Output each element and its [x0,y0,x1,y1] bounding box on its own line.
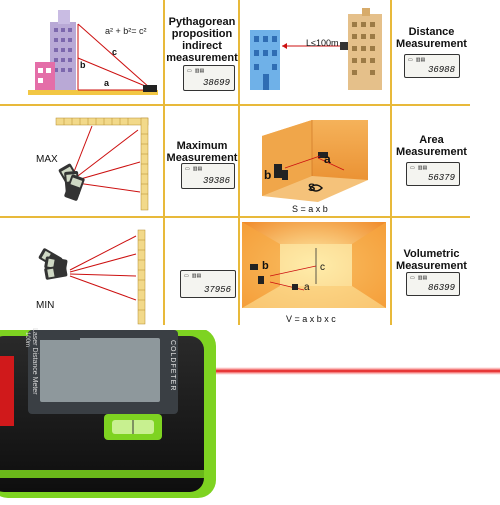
volumetric-lcd: ▭ ▥▤ 86399 [406,272,460,296]
distance-lcd: ▭ ▥▤ 36988 [404,54,460,78]
volumetric-label-b: b [262,260,269,272]
pythagorean-formula: a² + b²= c² [105,26,147,36]
pythagorean-title: Pythagorean proposition indirect measure… [166,16,238,64]
device-label-line1: Laser Distance Meter [31,328,38,395]
pythagorean-illustration: a² + b²= c² c b a [0,0,162,104]
volumetric-drawing [242,222,386,308]
maximum-side-label: MAX [36,154,58,165]
area-lcd-value: 56379 [427,173,455,183]
volumetric-label-a: a [304,282,310,293]
grid-line-h2 [0,216,470,218]
grid-line-h1 [0,104,470,106]
area-label-b: b [264,168,272,182]
maximum-title: Maximum Measurement [166,140,238,164]
pythagorean-lcd-value: 38699 [202,78,230,88]
minimum-lcd-value: 37956 [203,285,231,295]
volumetric-formula: V = a x b x c [286,314,336,324]
minimum-illustration: MIN [0,218,162,326]
volumetric-lcd-value: 86399 [427,283,455,293]
distance-title: Distance Measurement [396,26,467,50]
laser-meter-drawing [0,328,500,498]
grid-line-v2 [238,0,240,325]
pythagorean-label-a: a [104,78,110,88]
pythagorean-drawing [28,10,158,95]
minimum-lcd: ▭ ▥▤ 37956 [180,270,236,298]
distance-drawing [250,8,382,90]
device-brand: COLDFETER [169,340,176,392]
lcd-mini-readout: ▭ ▥▤ [410,275,428,281]
volumetric-illustration: b c a V = a x b x c [240,218,390,326]
volumetric-label-c: c [320,262,325,273]
pythagorean-lcd: ▭ ▥▤ 38699 [183,65,235,91]
distance-lcd-value: 36988 [427,65,455,75]
lcd-mini-readout: ▭ ▥▤ [187,68,205,74]
maximum-lcd-value: 39386 [202,176,230,186]
pythagorean-label-b: b [80,60,86,70]
laser-meter-photo: Laser Distance Meter 100m COLDFETER [0,328,500,500]
distance-range-label: L≤100m [306,38,339,48]
maximum-lcd: ▭ ▥▤ 39386 [181,163,235,189]
area-illustration: a b S S = a x b [240,106,390,216]
maximum-illustration: MAX [0,106,162,216]
grid-line-v1 [163,0,165,325]
measurement-modes-panel: a² + b²= c² c b a Pythagorean propositio… [0,0,470,326]
distance-illustration: L≤100m [240,0,390,104]
area-formula: S = a x b [292,204,328,214]
lcd-mini-readout: ▭ ▥▤ [185,166,203,172]
lcd-mini-readout: ▭ ▥▤ [184,273,202,279]
lcd-mini-readout: ▭ ▥▤ [410,165,428,171]
area-title: Area Measurement [396,134,467,158]
pythagorean-label-c: c [112,47,118,57]
device-label-line2: 100m [24,332,30,348]
minimum-side-label: MIN [36,300,55,311]
area-label-a: a [324,152,331,166]
minimum-drawing [38,229,146,325]
volumetric-title: Volumetric Measurement [396,248,467,272]
area-lcd: ▭ ▥▤ 56379 [406,162,460,186]
lcd-mini-readout: ▭ ▥▤ [408,57,426,63]
maximum-drawing [55,117,149,211]
area-drawing [262,120,368,202]
grid-line-v3 [390,0,392,325]
area-label-s: S [308,182,316,194]
